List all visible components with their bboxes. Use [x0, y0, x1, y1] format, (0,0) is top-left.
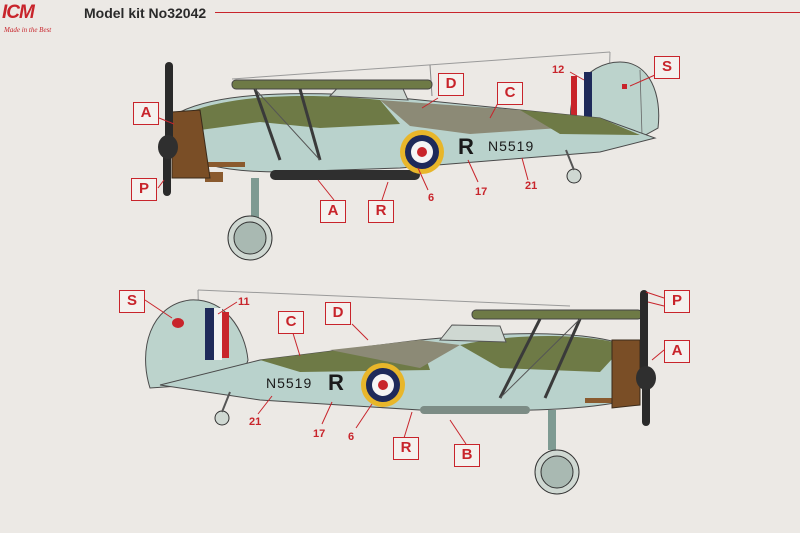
serial-number-top: N5519	[488, 138, 535, 154]
exhaust	[205, 162, 245, 167]
lower-wing	[420, 406, 530, 414]
callout-c-top: C	[497, 82, 523, 105]
header-divider	[215, 12, 800, 13]
icm-logo: ICM Made in the Best	[0, 2, 70, 42]
ref-21-top: 21	[525, 180, 538, 192]
ref-12-top: 12	[552, 64, 565, 76]
cockpit-canopy	[438, 324, 507, 343]
camo-green-2	[460, 335, 625, 372]
camo-earth	[380, 100, 560, 134]
callout-d-top: D	[438, 73, 464, 96]
callout-a2-top: A	[320, 200, 346, 223]
fin-marker	[172, 318, 184, 328]
camo-earth	[330, 340, 460, 368]
callout-c-bottom: C	[278, 311, 304, 334]
page-title: Model kit No32042	[84, 5, 207, 21]
callout-p-bottom: P	[664, 290, 690, 313]
fin-flash-blue	[205, 308, 214, 360]
antenna-mast	[429, 64, 433, 97]
ref-11-bottom: 11	[238, 296, 250, 308]
antenna-wire	[231, 51, 611, 80]
tail-wheel	[214, 410, 230, 426]
camo-green	[190, 96, 400, 130]
engine-cowling	[611, 339, 641, 409]
wing-strut	[253, 88, 282, 161]
ref-17-top: 17	[475, 186, 488, 198]
spinner	[158, 135, 178, 159]
ref-6-bottom: 6	[348, 431, 355, 443]
callout-a-top: A	[133, 102, 159, 125]
serial-number-bottom: N5519	[266, 375, 313, 391]
wing-strut	[498, 318, 542, 399]
roundel-red	[417, 147, 427, 157]
wing-strut	[298, 88, 322, 161]
fin-flash-red	[222, 312, 229, 358]
fin-flash-blue	[584, 72, 592, 118]
logo-text: ICM	[2, 2, 35, 23]
logo-tagline: Made in the Best	[4, 26, 52, 34]
wing-strut	[543, 318, 582, 399]
antenna-wire	[197, 289, 571, 307]
fin-marker	[622, 84, 627, 89]
rudder-line	[639, 69, 643, 136]
lower-wing	[270, 170, 420, 180]
fin-flash-white	[577, 74, 584, 118]
callout-b-bottom: B	[454, 444, 480, 467]
callout-r-bottom: R	[393, 437, 419, 460]
propeller-upper-blade	[165, 62, 173, 142]
spinner	[636, 366, 656, 390]
ref-21-bottom: 21	[249, 416, 262, 428]
upper-wing	[231, 79, 433, 90]
callout-a-bottom: A	[664, 340, 690, 363]
ref-6-top: 6	[428, 192, 435, 204]
callout-r-top: R	[368, 200, 394, 223]
callout-s-top: S	[654, 56, 680, 79]
camo-green-2	[520, 110, 640, 135]
exhaust	[585, 398, 615, 403]
propeller-lower-blade	[642, 380, 650, 426]
callout-d-bottom: D	[325, 302, 351, 325]
fin-flash-white	[214, 308, 222, 360]
propeller-upper-blade	[640, 290, 648, 370]
propeller-lower-blade	[163, 150, 171, 196]
callout-p-top: P	[131, 178, 157, 201]
ref-17-bottom: 17	[313, 428, 326, 440]
serial-code-bottom: R	[328, 370, 344, 395]
serial-code-top: R	[458, 134, 474, 159]
upper-wing	[471, 309, 643, 320]
roundel-red	[378, 380, 388, 390]
callout-s-bottom: S	[119, 290, 145, 313]
fin-flash-red	[571, 76, 577, 118]
